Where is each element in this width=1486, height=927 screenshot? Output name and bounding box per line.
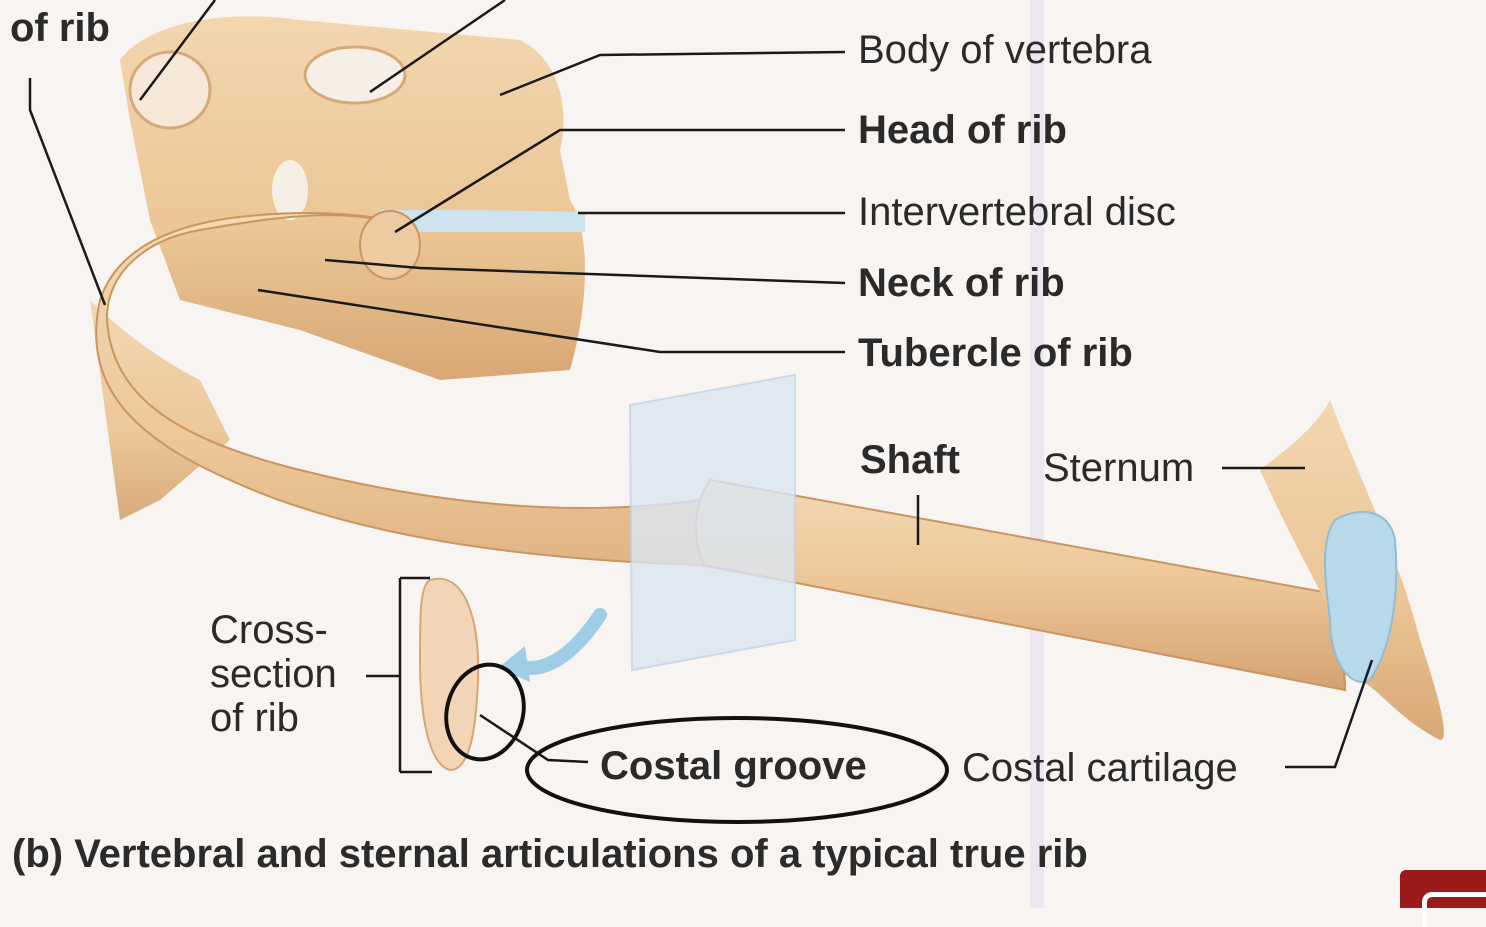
corner-logo-icon [1400, 870, 1486, 927]
label-tubercle-of-rib: Tubercle of rib [858, 331, 1133, 375]
leader-lines [28, 0, 1374, 769]
sternum-cartilage [1260, 400, 1444, 740]
label-costal-groove: Costal groove [600, 744, 867, 788]
label-costal-cartilage: Costal cartilage [962, 746, 1238, 790]
label-head-of-rib: Head of rib [858, 108, 1067, 152]
highlight-marks [444, 662, 949, 824]
label-shaft: Shaft [860, 438, 960, 482]
label-body-of-vertebra: Body of vertebra [858, 28, 1152, 72]
label-sternum: Sternum [1043, 446, 1195, 490]
label-intervertebral-disc: Intervertebral disc [858, 190, 1176, 234]
page-fold [1030, 0, 1044, 908]
vertebral-column [90, 16, 585, 520]
figure-caption: (b) Vertebral and sternal articulations … [12, 832, 1088, 876]
label-of-rib-top: of rib [10, 6, 110, 50]
rib-illustration [28, 0, 1444, 908]
section-plane [628, 373, 796, 672]
label-neck-of-rib: Neck of rib [858, 261, 1065, 305]
rib-cross-section [366, 576, 607, 774]
label-cross-section: Cross- section of rib [210, 608, 337, 740]
diagram-canvas: of rib Body of vertebra Head of rib Inte… [10, 0, 1486, 927]
